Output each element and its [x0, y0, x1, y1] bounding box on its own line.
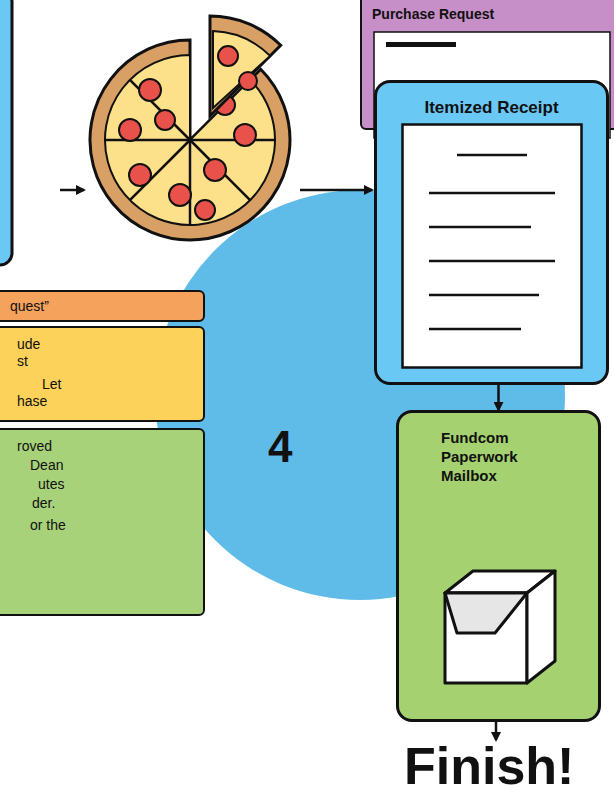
flow-connector	[497, 385, 500, 410]
node-text: ude	[17, 336, 40, 354]
node-text: quest”	[10, 298, 49, 316]
pizza	[90, 16, 290, 240]
finish-label: Finish!	[404, 736, 574, 796]
note-box: udestLethase	[0, 326, 205, 422]
node-text: Fundcom Paperwork Mailbox	[441, 429, 551, 485]
node-text: Purchase Request	[372, 6, 572, 24]
node-text: Dean	[30, 457, 63, 475]
node-text: utes	[38, 476, 64, 494]
step-number: 4	[268, 422, 292, 472]
flow-arrow	[60, 189, 84, 192]
node-text: roved	[17, 438, 52, 456]
node-text: hase	[17, 393, 47, 411]
node-text: or the	[30, 517, 66, 535]
node-text: Itemized Receipt	[383, 97, 600, 118]
node-text: der.	[32, 495, 55, 513]
cropped-box	[0, 0, 12, 265]
note-box: rovedDeanutesder. or the	[0, 428, 205, 616]
receipt-box: Itemized Receipt	[374, 80, 609, 385]
note-box: quest”	[0, 290, 205, 322]
receipt-sheet	[401, 123, 583, 369]
mailbox-box: Fundcom Paperwork Mailbox	[396, 410, 601, 722]
node-text: st	[17, 353, 28, 371]
node-text: Let	[42, 376, 61, 394]
flow-arrow	[300, 189, 372, 192]
mailbox-icon	[435, 563, 565, 693]
